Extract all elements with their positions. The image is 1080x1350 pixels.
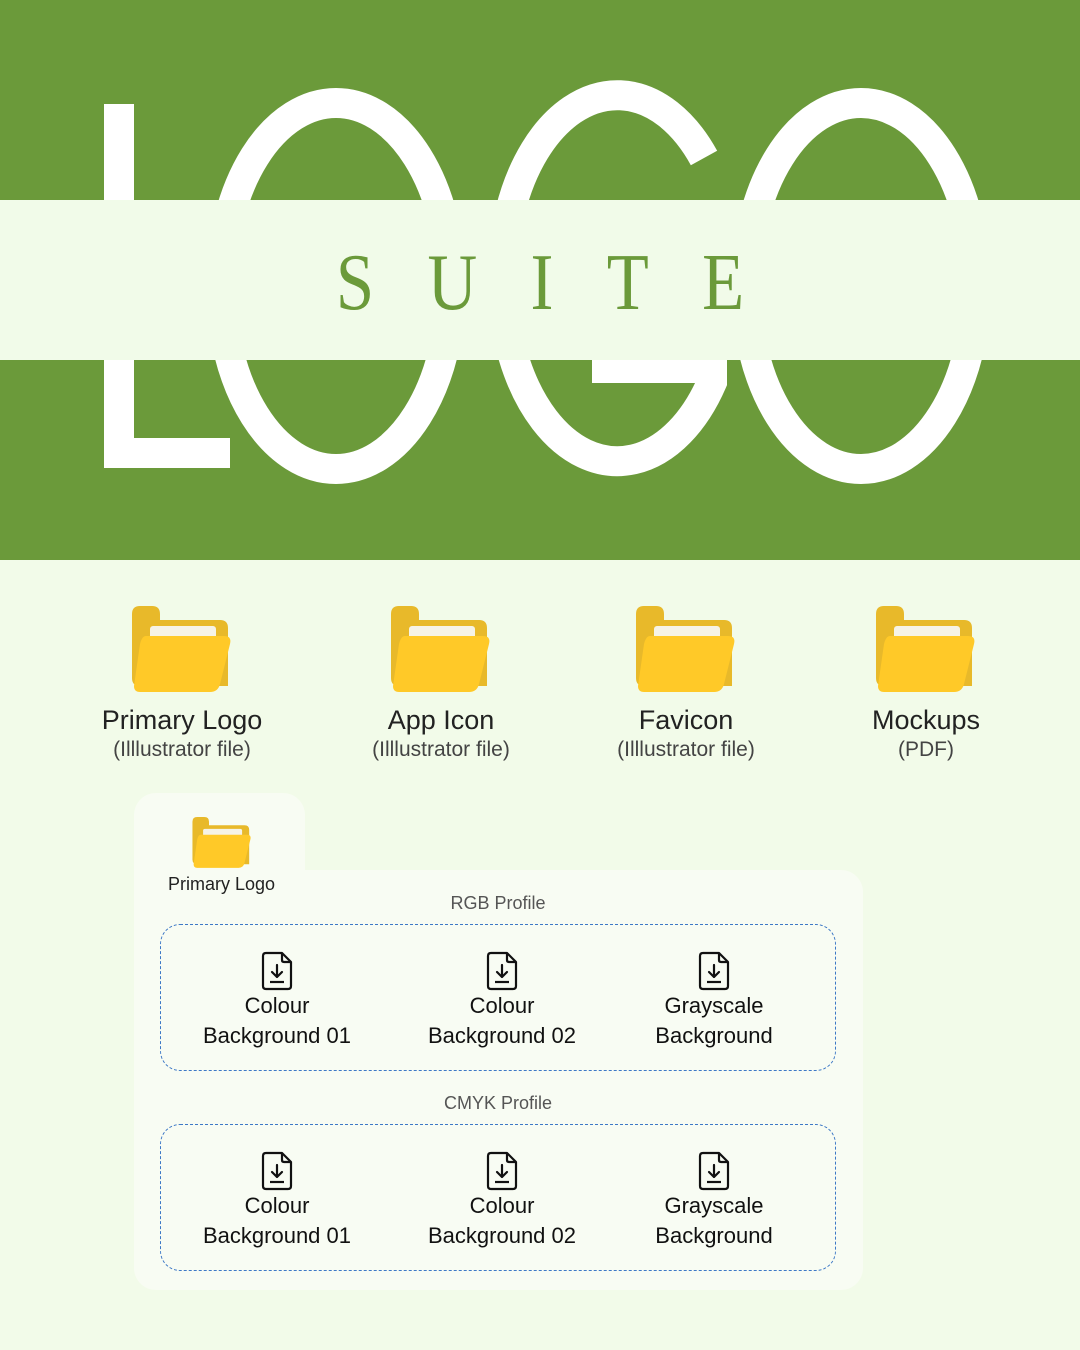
folder-app-icon[interactable]: App Icon (Illlustrator file) [321,600,561,764]
file-rgb-colour-bg-01[interactable]: Colour Background 01 [167,951,387,1051]
folder-title: Mockups [871,705,981,735]
profile-label-rgb: RGB Profile [450,893,546,913]
folder-open-icon [132,606,231,692]
file-download-icon [698,1151,730,1191]
file-name-line2: Background 01 [203,1223,351,1248]
folder-subtitle: (Illlustrator file) [113,738,251,761]
file-cmyk-colour-bg-02[interactable]: Colour Background 02 [392,1151,612,1251]
folder-open-icon [636,606,735,692]
file-download-icon [698,951,730,991]
suite-band [0,200,1080,360]
folder-contents-panel [134,870,863,1290]
file-name-line1: Grayscale [664,1193,764,1218]
file-name-line2: Background 01 [203,1023,351,1048]
file-download-icon [486,951,518,991]
profile-box-cmyk: Colour Background 01 Colour Background 0… [160,1124,836,1271]
file-name-line1: Colour [469,993,535,1018]
file-rgb-colour-bg-02[interactable]: Colour Background 02 [392,951,612,1051]
file-name-line2: Background [655,1023,773,1048]
suite-title: SUITE [335,239,798,327]
folder-title: App Icon [387,705,495,735]
profile-label-cmyk: CMYK Profile [443,1093,553,1113]
panel-tab-label: Primary Logo [167,874,276,894]
file-name-line1: Colour [244,993,310,1018]
file-name-line1: Colour [244,1193,310,1218]
folder-mockups[interactable]: Mockups (PDF) [806,600,1046,764]
file-name-line2: Background 02 [428,1223,576,1248]
folder-row: Primary Logo (Illlustrator file) App Ico… [0,600,1080,770]
file-download-icon [486,1151,518,1191]
folder-primary-logo[interactable]: Primary Logo (Illlustrator file) [62,600,302,764]
folder-open-icon [876,606,975,692]
file-download-icon [261,951,293,991]
file-name-line2: Background [655,1223,773,1248]
file-cmyk-grayscale-bg[interactable]: Grayscale Background [604,1151,824,1251]
folder-subtitle: (PDF) [898,738,954,761]
folder-subtitle: (Illlustrator file) [372,738,510,761]
profile-box-rgb: Colour Background 01 Colour Background 0… [160,924,836,1071]
folder-title: Favicon [638,705,734,735]
file-cmyk-colour-bg-01[interactable]: Colour Background 01 [167,1151,387,1251]
folder-open-icon [391,606,490,692]
folder-title: Primary Logo [101,705,263,735]
file-name-line1: Colour [469,1193,535,1218]
file-rgb-grayscale-bg[interactable]: Grayscale Background [604,951,824,1051]
folder-favicon[interactable]: Favicon (Illlustrator file) [566,600,806,764]
file-download-icon [261,1151,293,1191]
hero-banner: SUITE [0,0,1080,560]
folder-open-icon [192,817,251,868]
folder-subtitle: (Illlustrator file) [617,738,755,761]
file-name-line1: Grayscale [664,993,764,1018]
file-name-line2: Background 02 [428,1023,576,1048]
